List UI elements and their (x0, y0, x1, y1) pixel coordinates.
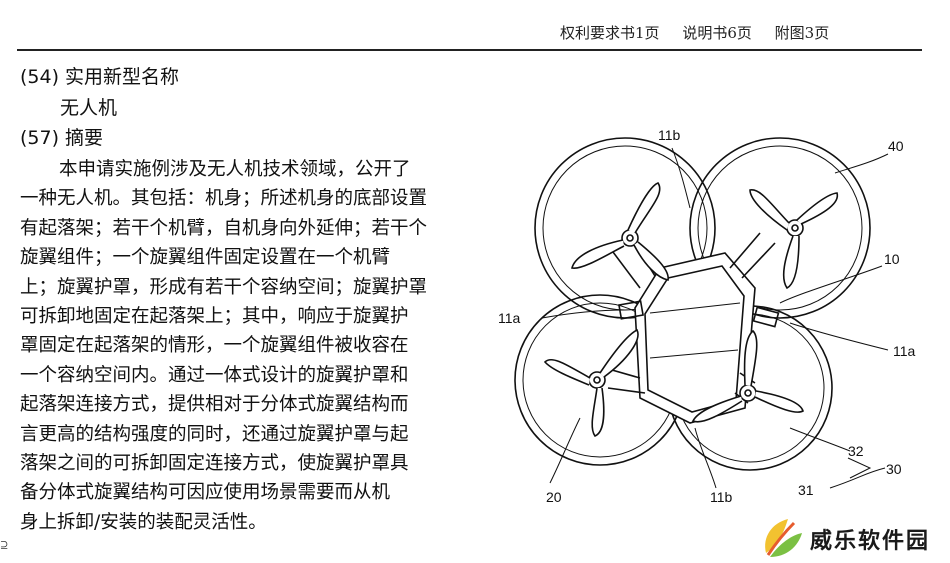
page-count-header: 权利要求书1页 说明书6页 附图3页 (560, 22, 847, 43)
propeller (691, 329, 804, 423)
watermark-logo: 威乐软件园 (758, 513, 948, 561)
abstract-line: 身上拆卸/安装的装配灵活性。 (20, 511, 267, 533)
propeller (543, 328, 639, 437)
ref-20: 20 (546, 489, 562, 505)
abstract-line: 言更高的结构强度的同时，还通过旋翼护罩与起 (20, 423, 409, 445)
ref-32: 32 (848, 443, 864, 459)
abstract-line: 一个容纳空间内。通过一体式设计的旋翼护罩和 (20, 364, 409, 386)
ref-40: 40 (888, 138, 904, 154)
abstract-line: 起落架连接方式，提供相对于分体式旋翼结构而 (20, 394, 409, 416)
abstract-line: 本申请实施例涉及无人机技术领域，公开了 (59, 159, 411, 180)
leaf-logo-icon (765, 519, 802, 557)
drawing-pages: 附图3页 (774, 24, 830, 42)
leader-lines (541, 147, 889, 489)
ref-31: 31 (798, 482, 814, 498)
utility-model-name-heading: (54) 实用新型名称 (20, 66, 180, 88)
description-pages: 说明书6页 (682, 24, 752, 42)
abstract-line: 可拆卸地固定在起落架上；其中，响应于旋翼护 (20, 306, 409, 328)
abstract-text: 本申请实施例涉及无人机技术领域，公开了 一种无人机。其包括：机身；所述机身的底部… (20, 155, 460, 537)
abstract-line: 一种无人机。其包括：机身；所述机身的底部设置 (20, 188, 428, 210)
ref-11a-left: 11a (498, 310, 521, 326)
abstract-line: 落架之间的可拆卸固定连接方式，使旋翼护罩具 (20, 453, 409, 475)
abstract-line: 上；旋翼护罩，形成有若干个容纳空间；旋翼护罩 (20, 276, 428, 298)
propeller (571, 182, 669, 281)
abstract-line: 有起落架；若干个机臂，自机身向外延伸；若干个 (20, 217, 428, 239)
abstract-line: 罩固定在起落架的情形，一个旋翼组件被收容在 (20, 335, 409, 357)
ref-30: 30 (886, 461, 902, 477)
ref-11b-top: 11b (658, 127, 681, 143)
utility-model-name: 无人机 (60, 97, 118, 119)
abstract-heading: (57) 摘要 (20, 127, 104, 149)
header-rule (17, 49, 922, 51)
watermark-text: 威乐软件园 (810, 529, 931, 554)
drone-drawing: 11b 40 10 11a 11a 32 30 20 11b 31 (498, 127, 916, 505)
ref-10: 10 (884, 251, 900, 267)
ref-11b-bottom: 11b (710, 489, 733, 505)
ref-11a-right: 11a (893, 343, 916, 359)
propeller (749, 189, 839, 290)
claims-pages: 权利要求书1页 (560, 24, 660, 42)
abstract-line: 旋翼组件；一个旋翼组件固定设置在一个机臂 (20, 247, 391, 269)
abstract-line: 备分体式旋翼结构可因应使用场景需要而从机 (20, 482, 391, 504)
margin-mark: ⊇ (0, 540, 9, 551)
